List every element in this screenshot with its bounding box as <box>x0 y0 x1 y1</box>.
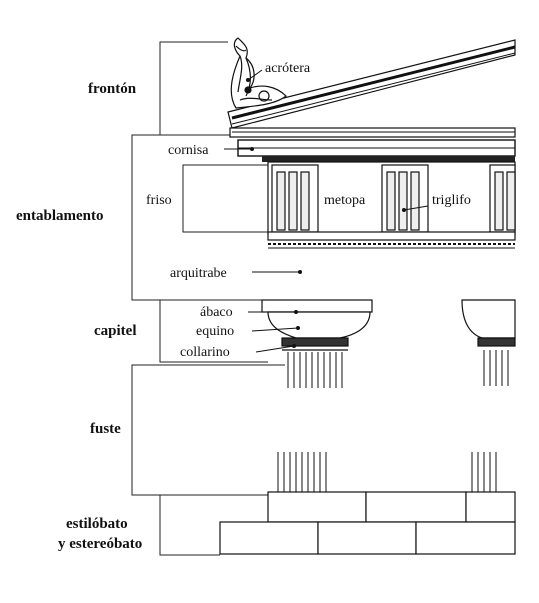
leader-lines <box>224 69 429 353</box>
triglyph <box>381 164 429 233</box>
equino-leader <box>251 327 299 332</box>
stylobate-blocks <box>219 491 516 555</box>
label-estilobato-line2: y estereóbato <box>58 536 142 552</box>
acrotera-leader <box>247 69 263 81</box>
label-equino: equino <box>196 324 234 339</box>
fronton-bracket <box>159 41 228 136</box>
label-cornisa: cornisa <box>168 143 209 158</box>
collarino-leader <box>255 345 295 353</box>
cornice <box>237 139 516 162</box>
pediment <box>227 39 516 138</box>
column-shaft-right <box>471 350 509 492</box>
capital-right <box>461 299 516 347</box>
label-estilobato-line1: estilóbato <box>66 516 128 532</box>
label-arquitrabe: arquitrabe <box>170 266 227 281</box>
label-triglifo: triglifo <box>432 193 471 208</box>
label-fuste: fuste <box>90 421 121 437</box>
fuste-bracket <box>131 364 285 496</box>
triglyph <box>489 164 516 233</box>
section-brackets <box>131 41 300 556</box>
triglifo-leader <box>403 205 429 211</box>
capitel-bracket <box>159 299 268 363</box>
frieze <box>267 161 516 245</box>
leader-dots <box>246 78 406 348</box>
capital-left <box>261 299 373 351</box>
label-fronton: frontón <box>88 81 137 97</box>
acroterion-ornament <box>230 37 287 109</box>
label-capitel: capitel <box>94 323 137 339</box>
friso-bracket <box>182 164 268 233</box>
label-collarino: collarino <box>180 345 230 360</box>
column-shaft-left <box>277 352 343 492</box>
triglyph <box>271 164 319 233</box>
label-friso: friso <box>146 193 172 208</box>
label-metopa: metopa <box>324 193 366 208</box>
label-acrotera: acrótera <box>265 61 311 76</box>
label-entablamento: entablamento <box>16 208 104 224</box>
label-abaco: ábaco <box>200 305 233 320</box>
estilobato-bracket <box>159 494 268 556</box>
